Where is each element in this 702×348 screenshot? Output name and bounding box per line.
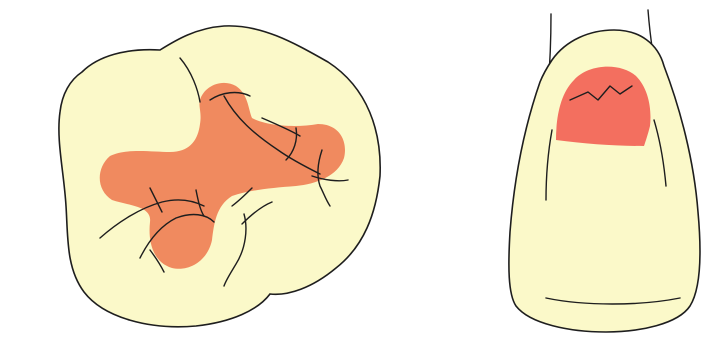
incisal-tooth <box>509 10 700 332</box>
occlusal-tooth <box>59 26 380 327</box>
